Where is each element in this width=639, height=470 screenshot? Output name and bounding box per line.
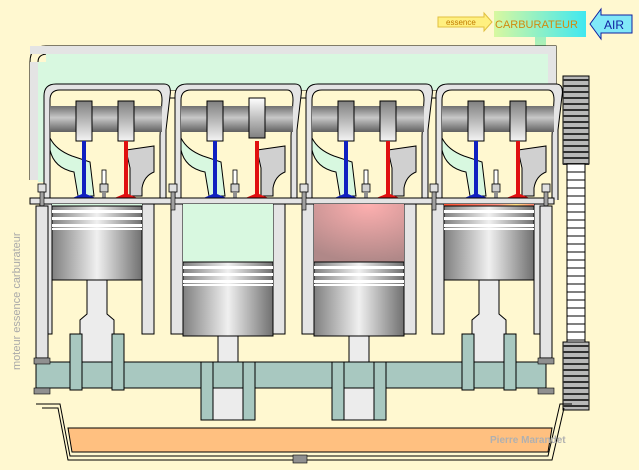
exhaust-valve bbox=[504, 141, 532, 199]
engine-oil bbox=[67, 427, 553, 453]
intake-valve bbox=[70, 141, 98, 199]
main-bearing-support bbox=[539, 205, 553, 359]
fuel-arrow-icon bbox=[437, 11, 493, 33]
exhaust-port bbox=[387, 145, 417, 197]
main-bearing bbox=[537, 387, 555, 395]
piston-ring bbox=[314, 266, 404, 269]
exhaust-port bbox=[517, 145, 547, 197]
intake-manifold bbox=[29, 45, 557, 182]
cylinder-wall-right bbox=[272, 203, 286, 335]
cylinder-head-gasket bbox=[29, 197, 555, 205]
piston-ring bbox=[183, 273, 273, 276]
crank-gear-icon bbox=[562, 341, 590, 411]
combustion-chamber bbox=[52, 204, 142, 206]
oil-pan bbox=[36, 403, 572, 457]
intake-valve bbox=[332, 141, 360, 199]
piston-ring bbox=[444, 217, 534, 220]
head-bolt-icon bbox=[168, 183, 178, 211]
exhaust-cam-lobe bbox=[117, 100, 135, 142]
crank-web bbox=[373, 361, 387, 421]
cylinder-wall-right bbox=[141, 203, 155, 335]
piston-ring bbox=[314, 273, 404, 276]
piston-ring bbox=[183, 266, 273, 269]
crank-web bbox=[503, 333, 517, 391]
piston bbox=[51, 205, 143, 281]
cylinder-head-1 bbox=[43, 83, 171, 200]
cylinder-head-4 bbox=[435, 83, 563, 200]
combustion-chamber bbox=[183, 204, 273, 262]
cylinder-wall-left bbox=[170, 203, 184, 335]
piston bbox=[443, 205, 535, 281]
connecting-rod bbox=[471, 279, 507, 367]
air-arrow-icon bbox=[589, 7, 633, 41]
piston-ring bbox=[444, 210, 534, 213]
camshaft bbox=[181, 106, 293, 132]
camshaft bbox=[312, 106, 424, 132]
exhaust-valve bbox=[243, 141, 271, 199]
camshaft bbox=[50, 106, 162, 132]
cylinder-4 bbox=[429, 183, 547, 367]
piston-ring bbox=[52, 224, 142, 227]
head-bolt-icon bbox=[429, 183, 439, 211]
exhaust-cam-lobe bbox=[379, 100, 397, 142]
cylinder-wall-left bbox=[431, 203, 445, 335]
author-label: Pierre Marandet bbox=[490, 435, 566, 446]
piston-ring bbox=[52, 217, 142, 220]
cylinder-head-3 bbox=[305, 83, 433, 200]
cylinder-wall-left bbox=[301, 203, 315, 335]
crank-web bbox=[461, 333, 475, 391]
spark-plug-icon bbox=[491, 169, 501, 199]
piston-ring bbox=[314, 280, 404, 283]
crank-web bbox=[69, 333, 83, 391]
camshaft bbox=[442, 106, 554, 132]
piston bbox=[313, 261, 405, 337]
main-bearing bbox=[33, 357, 51, 365]
spark-plug-icon bbox=[230, 169, 240, 199]
main-bearing-support bbox=[35, 205, 49, 359]
exhaust-port bbox=[256, 145, 286, 197]
piston-ring bbox=[444, 224, 534, 227]
piston bbox=[182, 261, 274, 337]
intake-valve bbox=[462, 141, 490, 199]
side-label: moteur essence carburateur bbox=[11, 232, 23, 370]
carburetor-body bbox=[494, 11, 586, 37]
exhaust-valve bbox=[374, 141, 402, 199]
cylinder-1 bbox=[37, 183, 155, 367]
piston-ring bbox=[183, 280, 273, 283]
intake-cam-lobe bbox=[337, 100, 355, 142]
air-label: AIR bbox=[604, 18, 624, 32]
cylinder-head-2 bbox=[174, 83, 302, 200]
timing-belt-strip bbox=[566, 163, 586, 345]
exhaust-valve bbox=[112, 141, 140, 199]
spark-plug-icon bbox=[99, 169, 109, 199]
drain-plug-icon bbox=[292, 454, 308, 464]
crank-web bbox=[242, 361, 256, 421]
crankshaft bbox=[35, 333, 547, 421]
exhaust-port bbox=[125, 145, 155, 197]
intake-cam-lobe bbox=[206, 100, 224, 142]
timing-belt bbox=[562, 75, 590, 411]
carburetor-label: CARBURATEUR bbox=[495, 19, 578, 31]
cylinder-2 bbox=[168, 183, 286, 421]
crank-web bbox=[111, 333, 125, 391]
essence-label: essence bbox=[446, 18, 476, 27]
combustion-chamber bbox=[314, 204, 404, 262]
intake-cam-lobe bbox=[467, 100, 485, 142]
piston-ring bbox=[52, 210, 142, 213]
cylinder-3 bbox=[299, 183, 417, 421]
connecting-rod bbox=[79, 279, 115, 367]
exhaust-cam-lobe bbox=[248, 97, 266, 139]
exhaust-cam-lobe bbox=[509, 100, 527, 142]
cam-gear-icon bbox=[562, 75, 590, 165]
spark-plug-icon bbox=[361, 169, 371, 199]
intake-cam-lobe bbox=[75, 100, 93, 142]
head-bolt-icon bbox=[299, 183, 309, 211]
intake-valve bbox=[201, 141, 229, 199]
main-bearing bbox=[537, 357, 555, 365]
crank-web bbox=[200, 361, 214, 421]
main-bearing bbox=[33, 387, 51, 395]
crank-web bbox=[331, 361, 345, 421]
cylinder-wall-right bbox=[403, 203, 417, 335]
